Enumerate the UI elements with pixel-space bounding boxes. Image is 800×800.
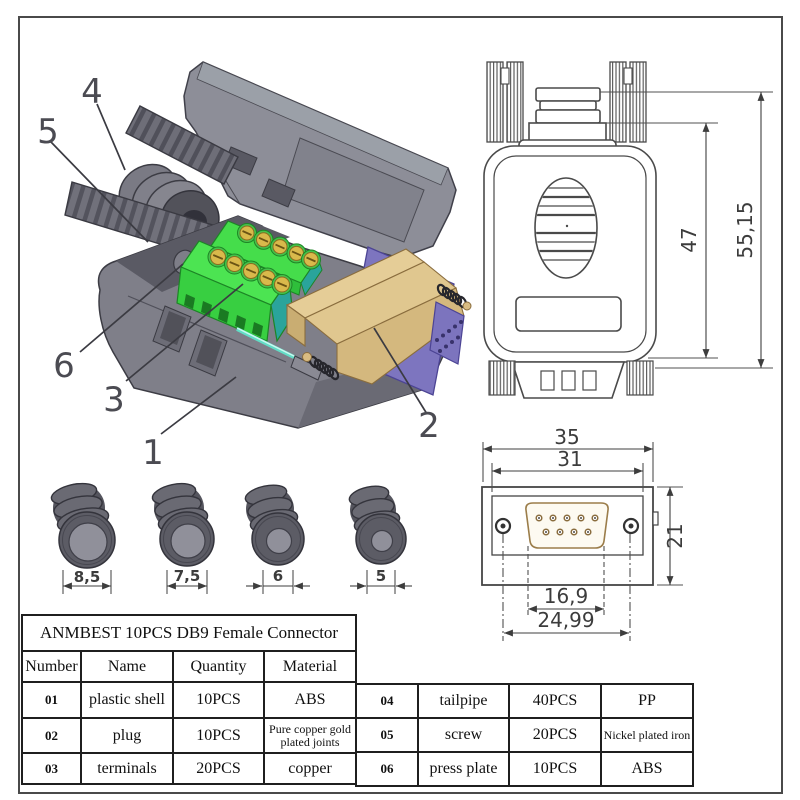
dim-35: 35 (554, 425, 579, 449)
back-view-drawing: 47 55,15 (483, 61, 773, 399)
jackscrew-tip-top (462, 301, 472, 311)
page-frame (18, 16, 783, 794)
face-view-drawing: 35 31 21 16,9 24,99 (481, 425, 687, 641)
cell-number: 02 (21, 717, 82, 754)
header-name: Name (80, 650, 174, 683)
parts-table-right: 04 tailpipe 40PCS PP 05 screw 20PCS Nick… (355, 683, 694, 787)
cell-number: 05 (355, 717, 419, 753)
cell-name: screw (417, 717, 510, 753)
header-material: Material (262, 650, 358, 683)
dsub-holes (535, 514, 599, 536)
cable-rear (125, 105, 239, 185)
thumbscrew-left (486, 61, 524, 143)
dim-21: 21 (663, 523, 687, 548)
face-screw-holes (494, 517, 640, 535)
thumbscrew-right (609, 61, 647, 143)
table-row: 05 screw 20PCS Nickel plated iron (355, 717, 694, 753)
callout-1: 1 (142, 433, 164, 473)
tailpipe-1 (50, 482, 116, 569)
table-title: ANMBEST 10PCS DB9 Female Connector (20, 614, 358, 652)
dsub-face (525, 502, 609, 549)
callout-3: 3 (103, 380, 125, 420)
tailpipe-3 (244, 484, 305, 566)
jackscrew-tip-bottom (302, 352, 312, 362)
terminal-notches (184, 294, 263, 337)
callout-5: 5 (37, 112, 59, 152)
header-quantity: Quantity (172, 650, 265, 683)
cell-quantity: 20PCS (508, 717, 602, 753)
cell-material: copper (262, 752, 358, 785)
face-side-tab (652, 511, 659, 526)
cell-material: Pure copper gold plated joints (262, 717, 358, 754)
terminal-screws-rear (237, 223, 321, 270)
cell-material: Nickel plated iron (600, 717, 694, 753)
tailpipe-2 (151, 482, 215, 567)
table-row: 01 plastic shell 10PCS ABS (21, 681, 358, 719)
terminal-block (176, 220, 323, 343)
back-db9-bottom (488, 360, 654, 399)
table-row: 02 plug 10PCS Pure copper gold plated jo… (21, 717, 358, 754)
cell-number: 04 (355, 683, 419, 719)
face-view-dimensions: 35 31 21 16,9 24,99 (482, 425, 687, 641)
dim-16-9: 16,9 (544, 584, 589, 608)
cell-name: plastic shell (80, 681, 174, 719)
callout-lines (50, 103, 428, 435)
cell-quantity: 20PCS (172, 752, 265, 785)
shell-lid-part (183, 61, 457, 259)
dim-6: 6 (273, 567, 283, 585)
cell-quantity: 10PCS (508, 751, 602, 787)
callout-6: 6 (53, 346, 75, 386)
cell-name: plug (80, 717, 174, 754)
table-row: 04 tailpipe 40PCS PP (355, 683, 694, 719)
cell-quantity: 10PCS (172, 717, 265, 754)
jackscrew-spring-top (436, 283, 468, 309)
tailpipe-dimensions: 8,5 7,5 6 5 (62, 567, 412, 594)
db9-plug-part (285, 246, 472, 396)
table-header-row: Number Name Quantity Material (21, 650, 358, 683)
face-inner-rect (491, 495, 644, 556)
dim-7-5: 7,5 (174, 567, 201, 585)
cell-name: terminals (80, 752, 174, 785)
cell-material: ABS (262, 681, 358, 719)
tailpipes-row: 8,5 7,5 6 5 (50, 482, 412, 594)
tailpipe-4 (348, 485, 407, 565)
table-row: 06 press plate 10PCS ABS (355, 751, 694, 787)
back-shell-body (483, 145, 657, 363)
dim-5: 5 (376, 567, 386, 585)
cell-quantity: 10PCS (172, 681, 265, 719)
cell-number: 06 (355, 751, 419, 787)
cell-name: press plate (417, 751, 510, 787)
signal-wire (236, 327, 323, 381)
header-number: Number (21, 650, 82, 683)
db9-pin-holes (435, 320, 463, 353)
callout-2: 2 (418, 406, 440, 446)
cell-number: 01 (21, 681, 82, 719)
dim-8-5: 8,5 (74, 568, 101, 586)
dim-47: 47 (677, 227, 701, 252)
terminal-screws-front (207, 246, 293, 295)
cell-quantity: 40PCS (508, 683, 602, 719)
cell-material: PP (600, 683, 694, 719)
exploded-view: 1 2 3 4 5 6 (37, 61, 472, 473)
parts-table-left: ANMBEST 10PCS DB9 Female Connector Numbe… (20, 614, 358, 785)
dim-24-99: 24,99 (537, 608, 594, 632)
callout-4: 4 (81, 72, 103, 112)
cell-material: ABS (600, 751, 694, 787)
dim-55-15: 55,15 (733, 201, 757, 258)
cell-number: 03 (21, 752, 82, 785)
back-view-dimensions: 47 55,15 (600, 91, 773, 369)
table-row: 03 terminals 20PCS copper (21, 752, 358, 785)
table-title-row: ANMBEST 10PCS DB9 Female Connector (20, 614, 358, 652)
cell-name: tailpipe (417, 683, 510, 719)
dim-31: 31 (557, 447, 582, 471)
